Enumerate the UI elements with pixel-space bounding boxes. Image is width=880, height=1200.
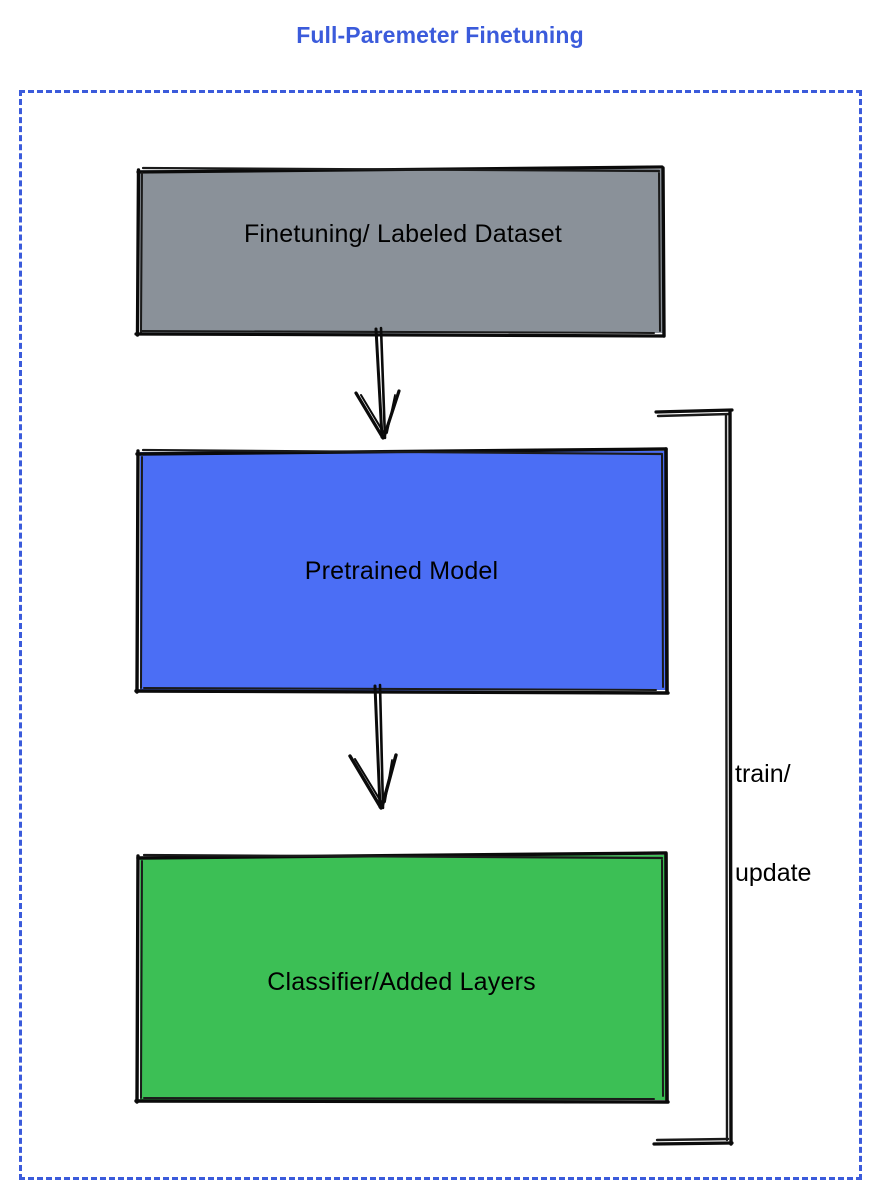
feedback-loop-connector [652,408,734,1146]
node-classifier[interactable]: Classifier/Added Layers [134,851,670,1104]
node-classifier-shape [134,851,670,1104]
node-dataset[interactable]: Finetuning/ Labeled Dataset [134,165,666,338]
arrow-dataset-to-model [354,326,401,440]
node-dataset-label: Finetuning/ Labeled Dataset [243,220,563,248]
page-title: Full-Paremeter Finetuning [296,22,584,48]
node-classifier-label: Classifier/Added Layers [267,968,536,996]
feedback-label-line-2: update [735,859,812,887]
feedback-loop-label: train/ update [735,692,855,956]
feedback-label-line-1: train/ [735,760,791,788]
arrow-model-to-classifier [348,683,398,810]
node-model-label: Pretrained Model [304,557,499,585]
node-dataset-shape [134,165,666,338]
node-model-shape [134,447,670,695]
node-model[interactable]: Pretrained Model [134,447,670,695]
